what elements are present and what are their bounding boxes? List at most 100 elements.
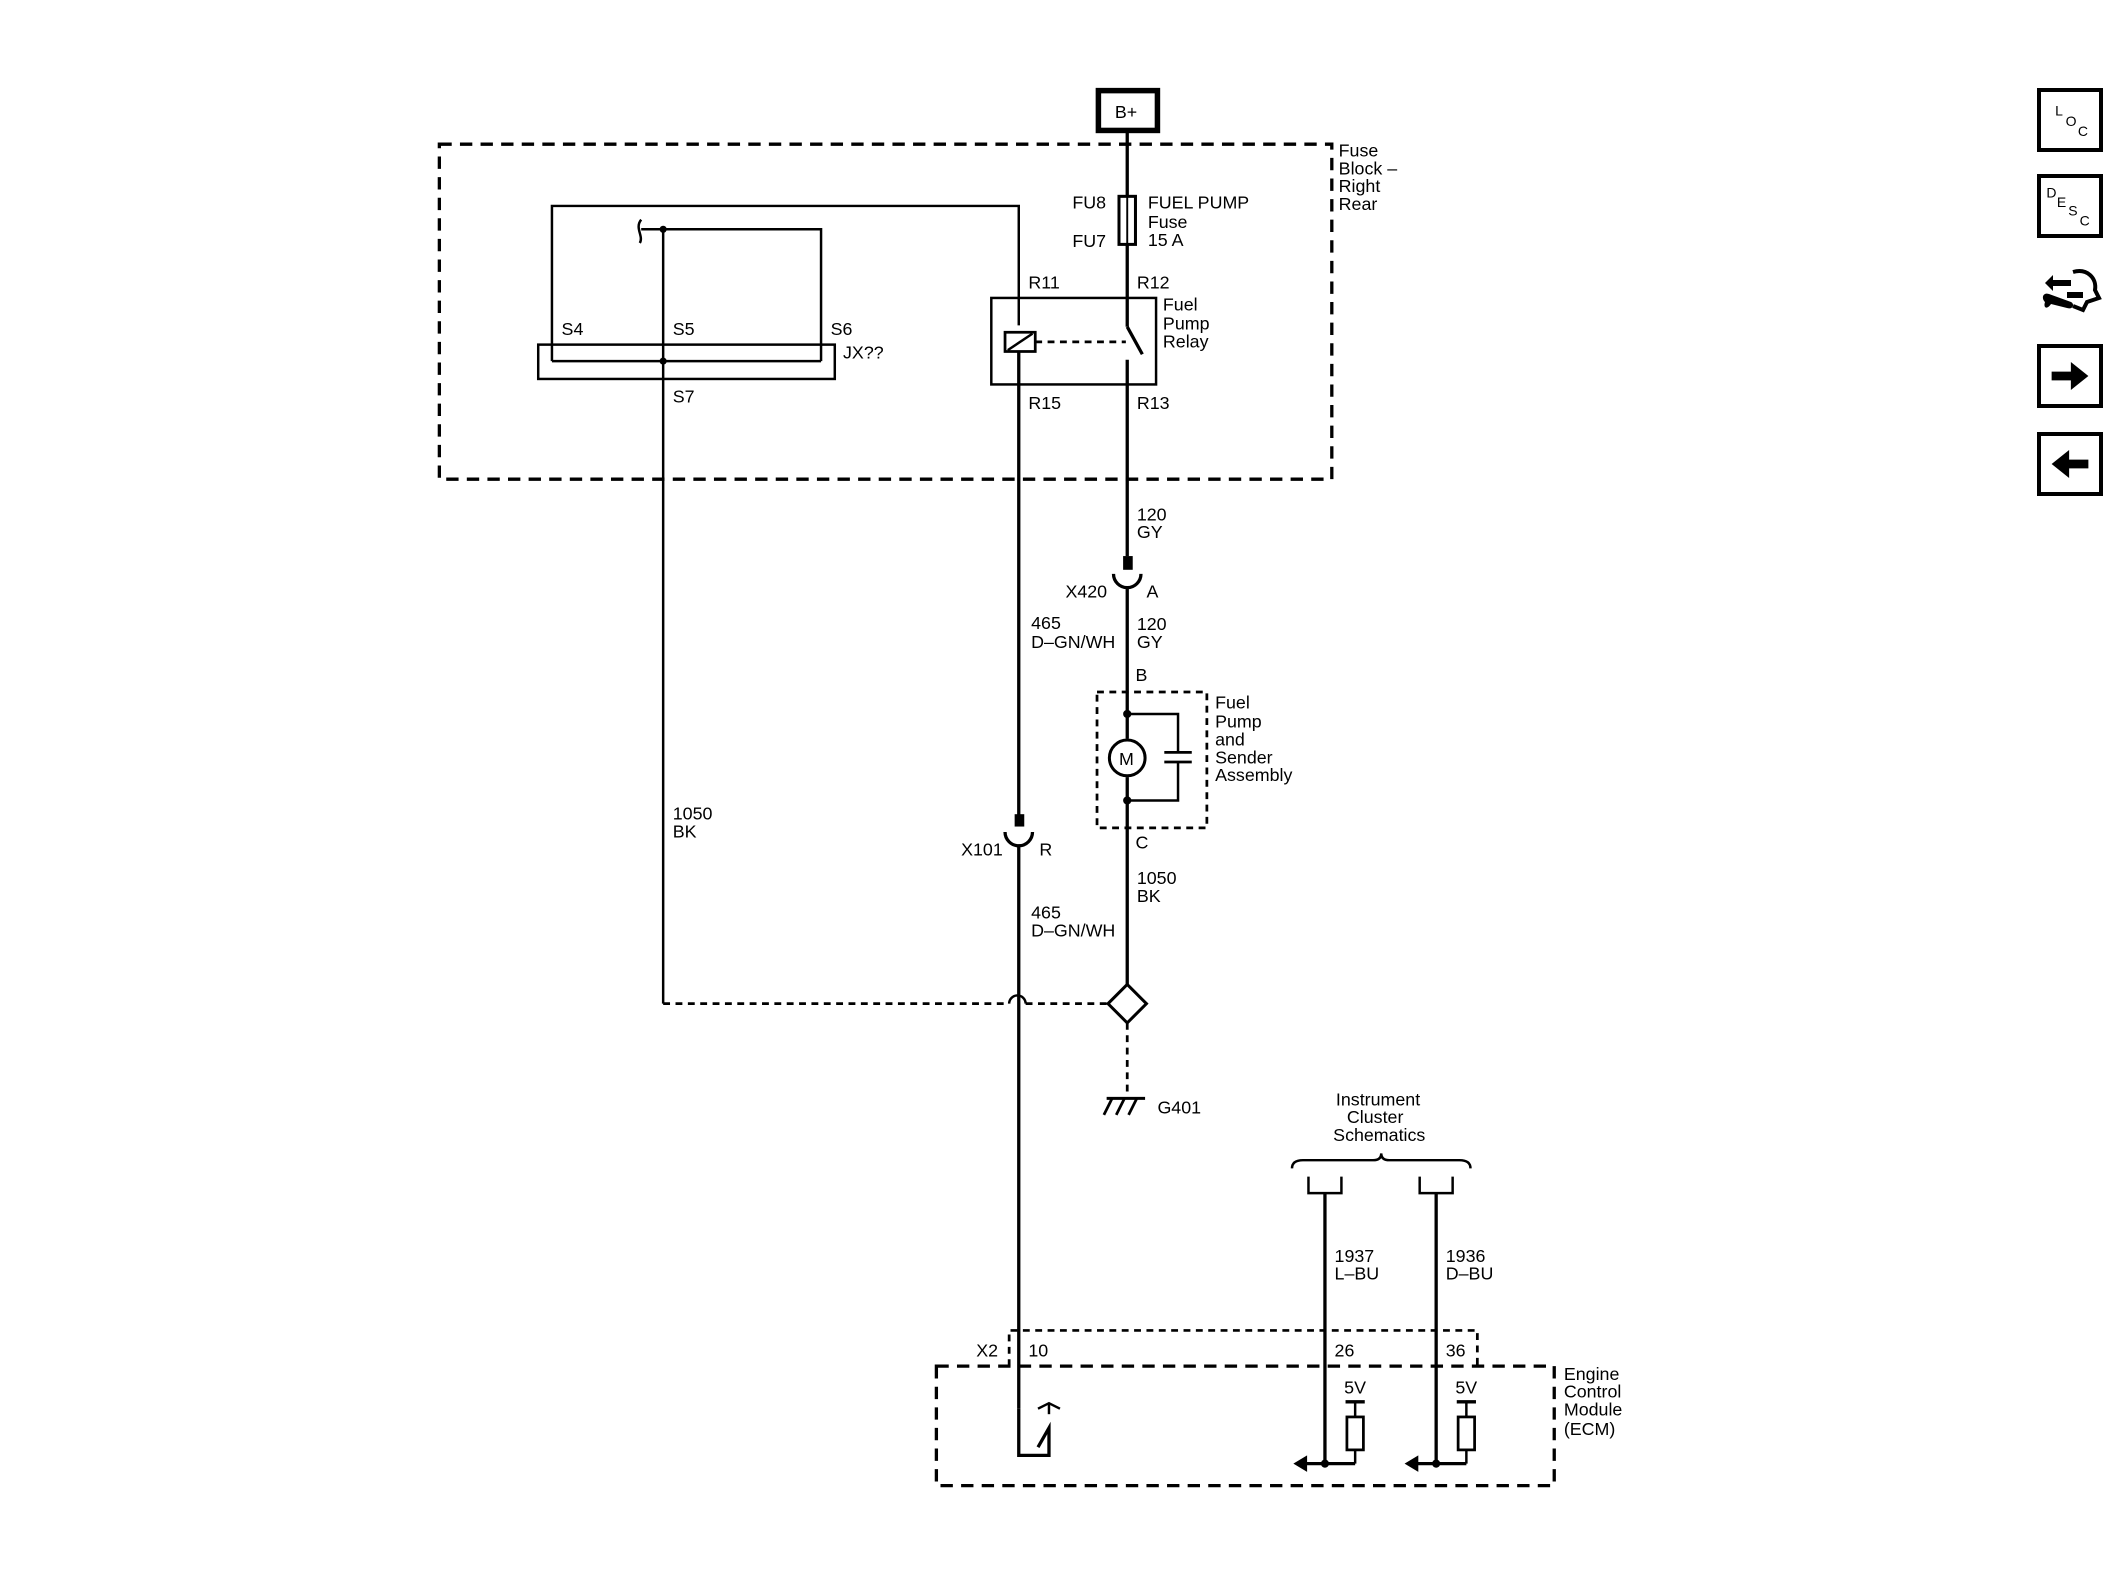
- relay-switch-contact: [1125, 325, 1144, 356]
- forward-button[interactable]: [2037, 344, 2103, 408]
- connector-x2: X2 10 26 36: [976, 1329, 1479, 1367]
- svg-text:Module: Module: [1564, 1400, 1623, 1420]
- svg-text:Pump: Pump: [1215, 712, 1262, 732]
- wire-1050-bk-left: 1050 BK: [673, 804, 713, 842]
- wire-465-upper: 465 D–GN/WH: [1031, 613, 1115, 652]
- location-button[interactable]: L O C: [2037, 88, 2103, 152]
- loc-letter-c: C: [2078, 123, 2088, 139]
- svg-text:X2: X2: [976, 1341, 998, 1361]
- svg-text:S5: S5: [673, 319, 695, 339]
- wire-120-gy-upper: 120 GY: [1137, 504, 1167, 542]
- svg-text:Engine: Engine: [1564, 1364, 1620, 1384]
- svg-text:Relay: Relay: [1163, 331, 1209, 351]
- svg-text:Pump: Pump: [1163, 314, 1210, 334]
- back-button[interactable]: [2037, 432, 2103, 496]
- svg-text:5V: 5V: [1455, 1378, 1477, 1398]
- ground-g401: G401: [1102, 1096, 1201, 1118]
- fuse-block-boundary: [437, 142, 1334, 481]
- svg-text:S6: S6: [831, 319, 853, 339]
- svg-text:D–GN/WH: D–GN/WH: [1031, 632, 1115, 652]
- loc-letter-l: L: [2055, 103, 2063, 119]
- svg-text:Cluster: Cluster: [1347, 1107, 1404, 1127]
- connector-x101: X101 R: [961, 831, 1052, 859]
- svg-text:1937: 1937: [1335, 1246, 1375, 1266]
- svg-text:5V: 5V: [1344, 1378, 1366, 1398]
- desc-letter-c: C: [2080, 212, 2090, 228]
- desc-letter-d: D: [2046, 184, 2056, 200]
- loc-letter-o: O: [2066, 113, 2077, 129]
- svg-text:10: 10: [1028, 1341, 1048, 1361]
- svg-text:Assembly: Assembly: [1215, 765, 1292, 785]
- fuse-block-label: Fuse Block – Right Rear: [1339, 141, 1398, 215]
- ground-splice: [1105, 982, 1149, 1026]
- location-icon: L O C: [2055, 103, 2088, 139]
- right-arrow-icon: [2051, 362, 2089, 390]
- svg-text:1936: 1936: [1446, 1246, 1486, 1266]
- svg-text:X420: X420: [1065, 581, 1107, 601]
- wire-120-gy-lower: 120 GY: [1137, 614, 1167, 652]
- svg-text:D–BU: D–BU: [1446, 1264, 1494, 1284]
- svg-text:and: and: [1215, 730, 1245, 750]
- svg-text:GY: GY: [1137, 522, 1163, 542]
- desc-letter-e: E: [2057, 194, 2066, 210]
- ecm-input-26: 5V: [1293, 1378, 1366, 1472]
- svg-text:120: 120: [1137, 614, 1167, 634]
- fuel-pump-relay: R11 R12 R15 R13 Fuel Pump Relay: [990, 272, 1210, 413]
- battery-label: B+: [1115, 102, 1137, 122]
- svg-text:15 A: 15 A: [1148, 230, 1184, 250]
- svg-text:R12: R12: [1137, 272, 1170, 292]
- svg-text:36: 36: [1446, 1341, 1466, 1361]
- connector-tool-icon: [2042, 269, 2102, 313]
- svg-text:A: A: [1146, 581, 1158, 601]
- connector-x420: X420 A: [1065, 573, 1158, 601]
- fuel-pump-assembly: B M C Fuel Pump and Sender Assembly: [1095, 665, 1292, 853]
- svg-text:Fuse: Fuse: [1148, 212, 1188, 232]
- battery-supply: B+: [1095, 87, 1161, 134]
- ecm-input-36: 5V: [1404, 1378, 1477, 1472]
- ecm-label: Engine Control Module (ECM): [1564, 1364, 1623, 1439]
- svg-text:26: 26: [1335, 1341, 1355, 1361]
- svg-text:1050: 1050: [1137, 868, 1177, 888]
- wire-1050-bk-right: 1050 BK: [1137, 868, 1177, 906]
- motor-symbol: [1107, 738, 1147, 778]
- svg-text:R11: R11: [1028, 272, 1059, 292]
- splice-pack: S4 S5 S6 S7 JX??: [536, 204, 1021, 406]
- connector-tool-button[interactable]: [2037, 258, 2103, 322]
- svg-text:465: 465: [1031, 903, 1061, 923]
- ecm-boundary: [934, 1364, 1556, 1488]
- svg-text:GY: GY: [1137, 632, 1163, 652]
- description-button[interactable]: D E S C: [2037, 174, 2103, 238]
- svg-text:JX??: JX??: [843, 342, 884, 362]
- svg-text:R13: R13: [1137, 393, 1170, 413]
- svg-text:R15: R15: [1028, 393, 1061, 413]
- desc-letter-s: S: [2068, 203, 2077, 219]
- svg-text:B: B: [1135, 665, 1147, 685]
- svg-text:(ECM): (ECM): [1564, 1419, 1616, 1439]
- svg-text:S7: S7: [673, 386, 695, 406]
- left-arrow-icon: [2051, 450, 2089, 478]
- svg-text:1050: 1050: [673, 804, 713, 824]
- svg-text:FUEL PUMP: FUEL PUMP: [1148, 193, 1249, 213]
- svg-text:BK: BK: [1137, 886, 1161, 906]
- svg-text:M: M: [1119, 749, 1134, 769]
- wire-1937-label: 1937 L–BU: [1335, 1246, 1380, 1284]
- svg-text:D–GN/WH: D–GN/WH: [1031, 920, 1115, 940]
- svg-text:R: R: [1039, 839, 1052, 859]
- svg-text:Instrument: Instrument: [1336, 1089, 1420, 1109]
- svg-text:L–BU: L–BU: [1335, 1264, 1380, 1284]
- svg-text:FU8: FU8: [1072, 193, 1106, 213]
- svg-text:FU7: FU7: [1072, 231, 1106, 251]
- wire-1936-label: 1936 D–BU: [1446, 1246, 1494, 1284]
- svg-text:Fuel: Fuel: [1215, 692, 1250, 712]
- ecm-low-side-driver: [1017, 1401, 1061, 1458]
- svg-text:465: 465: [1031, 613, 1061, 633]
- description-icon: D E S C: [2046, 184, 2090, 228]
- svg-text:Control: Control: [1564, 1382, 1621, 1402]
- svg-text:Sender: Sender: [1215, 747, 1273, 767]
- wire-465-lower: 465 D–GN/WH: [1031, 903, 1115, 941]
- svg-text:C: C: [1135, 833, 1148, 853]
- svg-text:120: 120: [1137, 504, 1167, 524]
- svg-text:Right: Right: [1339, 176, 1381, 196]
- svg-text:BK: BK: [673, 822, 697, 842]
